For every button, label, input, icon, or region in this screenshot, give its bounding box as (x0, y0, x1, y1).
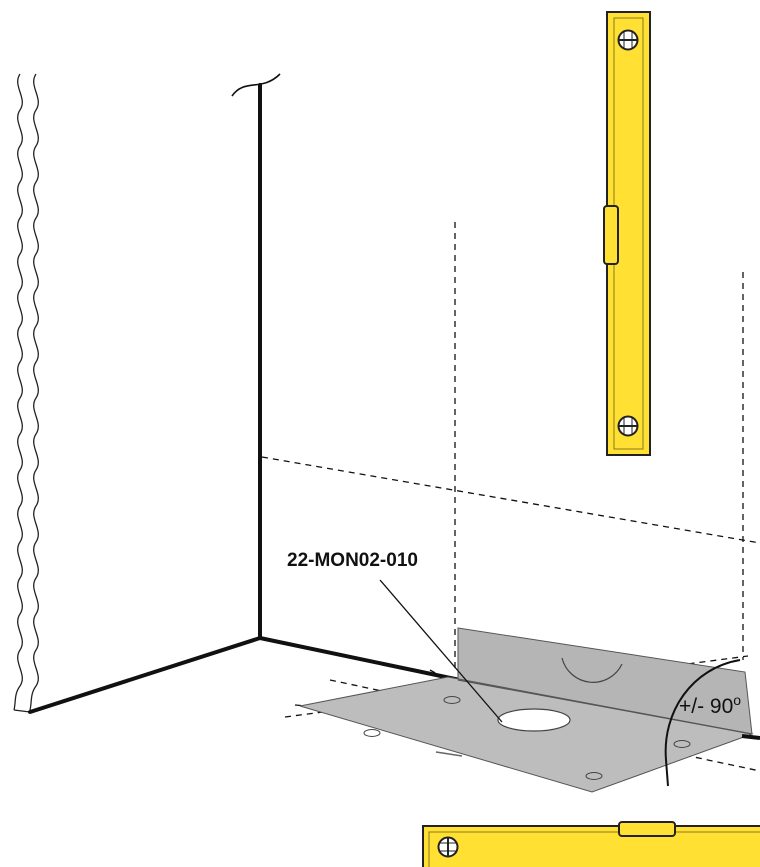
angle-value: +/- 90 (679, 695, 734, 718)
screw-icon (617, 415, 639, 437)
bracket-cutout (561, 657, 623, 683)
vertical-spirit-level (603, 11, 651, 456)
bubble-vial-icon (618, 821, 676, 837)
screw-icon (617, 29, 639, 51)
screw-icon (437, 836, 459, 858)
angle-label: +/- 90o (679, 692, 741, 719)
wall-break-curve (231, 73, 281, 97)
wavy-break-icon (13, 73, 39, 713)
wall-corner (28, 83, 462, 714)
angle-unit: o (733, 692, 742, 708)
part-leader-line (379, 579, 503, 723)
bracket-center-hole (497, 708, 571, 732)
part-number-label: 22-MON02-010 (287, 550, 418, 571)
mounting-bracket (299, 627, 760, 793)
angle-arc (664, 659, 741, 787)
bubble-vial-icon (603, 205, 619, 265)
horizontal-spirit-level (422, 821, 760, 867)
